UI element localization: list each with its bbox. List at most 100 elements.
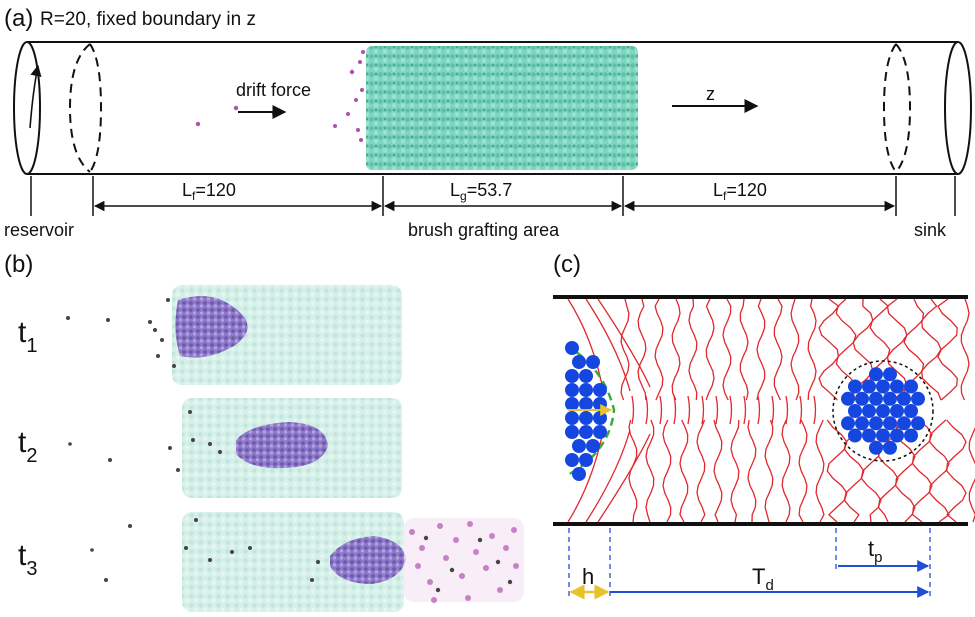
polymer-chain-top	[790, 298, 800, 401]
reservoir-label: reservoir	[4, 220, 74, 240]
polymer-chain-top	[637, 298, 647, 401]
polymer-chain-bottom-left	[585, 429, 631, 523]
polymer-chain-top	[739, 298, 749, 401]
rotation-arrow	[29, 64, 42, 129]
sphere	[565, 369, 579, 383]
polymer-chain-top	[807, 298, 817, 401]
lf-right-label: Lf=120	[713, 180, 767, 203]
polymer-chain-bottom	[645, 419, 655, 523]
polymer-chain-top	[920, 298, 942, 401]
stray-particles-t2	[68, 410, 222, 472]
polymer-chain-top	[960, 298, 970, 401]
polymer-chain-bottom	[713, 419, 723, 523]
polymer-chain-tip	[631, 395, 635, 425]
polymer-chain-bottom	[764, 419, 774, 523]
sphere	[579, 425, 593, 439]
sphere	[841, 416, 855, 431]
sphere	[579, 369, 593, 383]
polymer-chain-top	[852, 298, 874, 401]
sphere	[855, 391, 869, 406]
polymer-chain-top	[688, 298, 698, 401]
polymer-chain-bottom	[946, 419, 967, 523]
sphere	[579, 453, 593, 467]
panel-b: (b) t1 t2 t3	[4, 251, 524, 612]
polymer-chain-tip	[687, 395, 691, 425]
sphere	[593, 383, 607, 397]
lf-left-label: Lf=120	[182, 180, 236, 203]
polymer-chain-tip	[743, 395, 747, 425]
tp-label: tp	[868, 536, 882, 566]
polymer-chain-tip	[785, 395, 789, 425]
polymer-chain-tip	[757, 395, 761, 425]
polymer-chain-tip	[673, 395, 677, 425]
h-label: h	[582, 564, 594, 589]
brush-region-t3	[182, 512, 404, 612]
polymer-chain-top	[773, 298, 783, 401]
sphere	[904, 404, 918, 418]
escaped-particles-t3	[404, 518, 524, 603]
sphere	[883, 367, 897, 382]
polymer-chain-top	[705, 298, 715, 401]
polymer-chain-bottom	[968, 426, 975, 523]
sink-label: sink	[914, 220, 947, 240]
t3-label: t3	[18, 539, 37, 580]
sphere	[593, 411, 607, 425]
particle-cloud-t3	[330, 536, 406, 584]
polymer-chain-bottom	[929, 419, 950, 523]
sphere	[572, 467, 586, 481]
sphere	[565, 453, 579, 467]
polymer-chain-top	[818, 298, 840, 401]
sphere	[586, 355, 600, 369]
polymer-chain-bottom	[747, 419, 757, 523]
polymer-chain-tip	[715, 395, 719, 425]
polymer-chain-tip	[659, 395, 663, 425]
polymer-chain-tip	[701, 395, 705, 425]
sphere	[890, 428, 904, 443]
t2-label: t2	[18, 426, 37, 467]
sphere	[869, 367, 883, 382]
t1-label: t1	[18, 316, 37, 357]
sphere	[565, 397, 579, 411]
panel-a: (a) R=20, fixed boundary in z	[4, 5, 972, 240]
sphere	[841, 391, 855, 406]
sphere	[586, 439, 600, 453]
sphere	[862, 379, 876, 394]
panel-c-label: (c)	[553, 251, 581, 278]
sphere	[904, 428, 918, 443]
sphere	[565, 383, 579, 397]
sphere	[883, 416, 897, 431]
cluster-boundary-circle	[832, 360, 934, 462]
reservoir-boundary-right	[89, 43, 103, 173]
sphere	[862, 404, 876, 418]
sphere	[572, 355, 586, 369]
polymer-chain-top	[756, 298, 766, 401]
panel-b-label: (b)	[4, 251, 33, 278]
sphere	[565, 341, 579, 355]
brush-region-a	[366, 46, 638, 170]
sink-boundary-right	[895, 43, 912, 173]
polymer-chain-top	[654, 298, 664, 401]
polymer-chain-bottom	[662, 419, 672, 523]
sphere	[911, 416, 925, 431]
cluster-envelope-dashed	[565, 343, 616, 478]
polymer-chain-tip	[813, 395, 817, 425]
polymer-chain-bottom	[815, 419, 825, 523]
sphere	[848, 404, 862, 418]
sphere	[593, 397, 607, 411]
polymer-chain-top-left	[597, 298, 651, 388]
sphere	[579, 411, 593, 425]
sphere	[883, 391, 897, 406]
sink-boundary-left	[882, 43, 897, 173]
sphere	[876, 428, 890, 443]
polymer-chain-top	[671, 298, 681, 401]
stray-particles-t1	[66, 298, 176, 368]
polymer-chain-top	[722, 298, 732, 401]
sphere	[565, 425, 579, 439]
polymer-chain-bottom	[730, 419, 740, 523]
polymer-chain-bottom	[798, 419, 808, 523]
sphere	[862, 428, 876, 443]
dimension-ticks	[30, 176, 956, 216]
sphere	[869, 440, 883, 455]
dimension-guides	[568, 528, 931, 600]
